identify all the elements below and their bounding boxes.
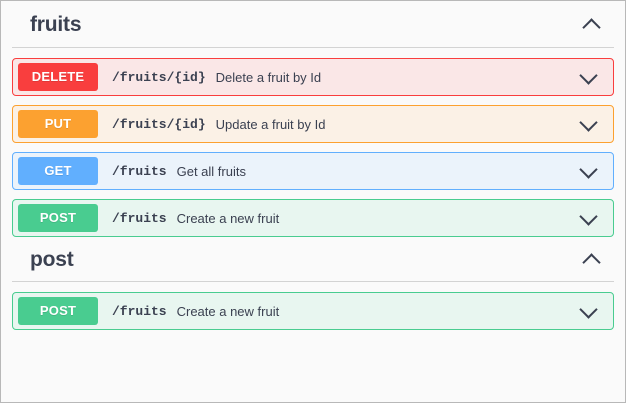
chevron-up-icon[interactable] [582, 249, 602, 269]
tag-header-fruits[interactable]: fruits [12, 1, 614, 48]
operation-summary: Update a fruit by Id [215, 116, 326, 132]
operation-row-put-fruits-id[interactable]: PUT /fruits/{id} Update a fruit by Id [12, 105, 614, 143]
operation-path: /fruits/{id} [112, 116, 206, 132]
method-badge-delete: DELETE [18, 63, 98, 91]
method-badge-post: POST [18, 297, 98, 325]
method-badge-put: PUT [18, 110, 98, 138]
operations-list-fruits: DELETE /fruits/{id} Delete a fruit by Id… [12, 58, 614, 237]
operation-row-post-fruits[interactable]: POST /fruits Create a new fruit [12, 292, 614, 330]
chevron-down-icon[interactable] [579, 114, 599, 134]
operation-summary: Create a new fruit [176, 210, 280, 226]
tag-section-post: post POST /fruits Create a new fruit [12, 237, 614, 330]
operation-path: /fruits [112, 210, 167, 226]
operation-path: /fruits [112, 163, 167, 179]
operation-summary: Create a new fruit [176, 303, 280, 319]
tag-header-post[interactable]: post [12, 237, 614, 282]
tag-section-fruits: fruits DELETE /fruits/{id} Delete a frui… [12, 1, 614, 237]
chevron-down-icon[interactable] [579, 67, 599, 87]
operation-row-post-fruits[interactable]: POST /fruits Create a new fruit [12, 199, 614, 237]
operation-row-delete-fruits-id[interactable]: DELETE /fruits/{id} Delete a fruit by Id [12, 58, 614, 96]
chevron-down-icon[interactable] [579, 301, 599, 321]
method-badge-get: GET [18, 157, 98, 185]
tag-title: post [30, 247, 74, 271]
operation-path: /fruits/{id} [112, 69, 206, 85]
tag-title: fruits [30, 12, 82, 36]
operation-summary: Get all fruits [176, 163, 246, 179]
method-badge-post: POST [18, 204, 98, 232]
operations-list-post: POST /fruits Create a new fruit [12, 292, 614, 330]
chevron-up-icon[interactable] [582, 14, 602, 34]
operation-row-get-fruits[interactable]: GET /fruits Get all fruits [12, 152, 614, 190]
chevron-down-icon[interactable] [579, 161, 599, 181]
chevron-down-icon[interactable] [579, 208, 599, 228]
operation-summary: Delete a fruit by Id [215, 69, 322, 85]
operation-path: /fruits [112, 303, 167, 319]
